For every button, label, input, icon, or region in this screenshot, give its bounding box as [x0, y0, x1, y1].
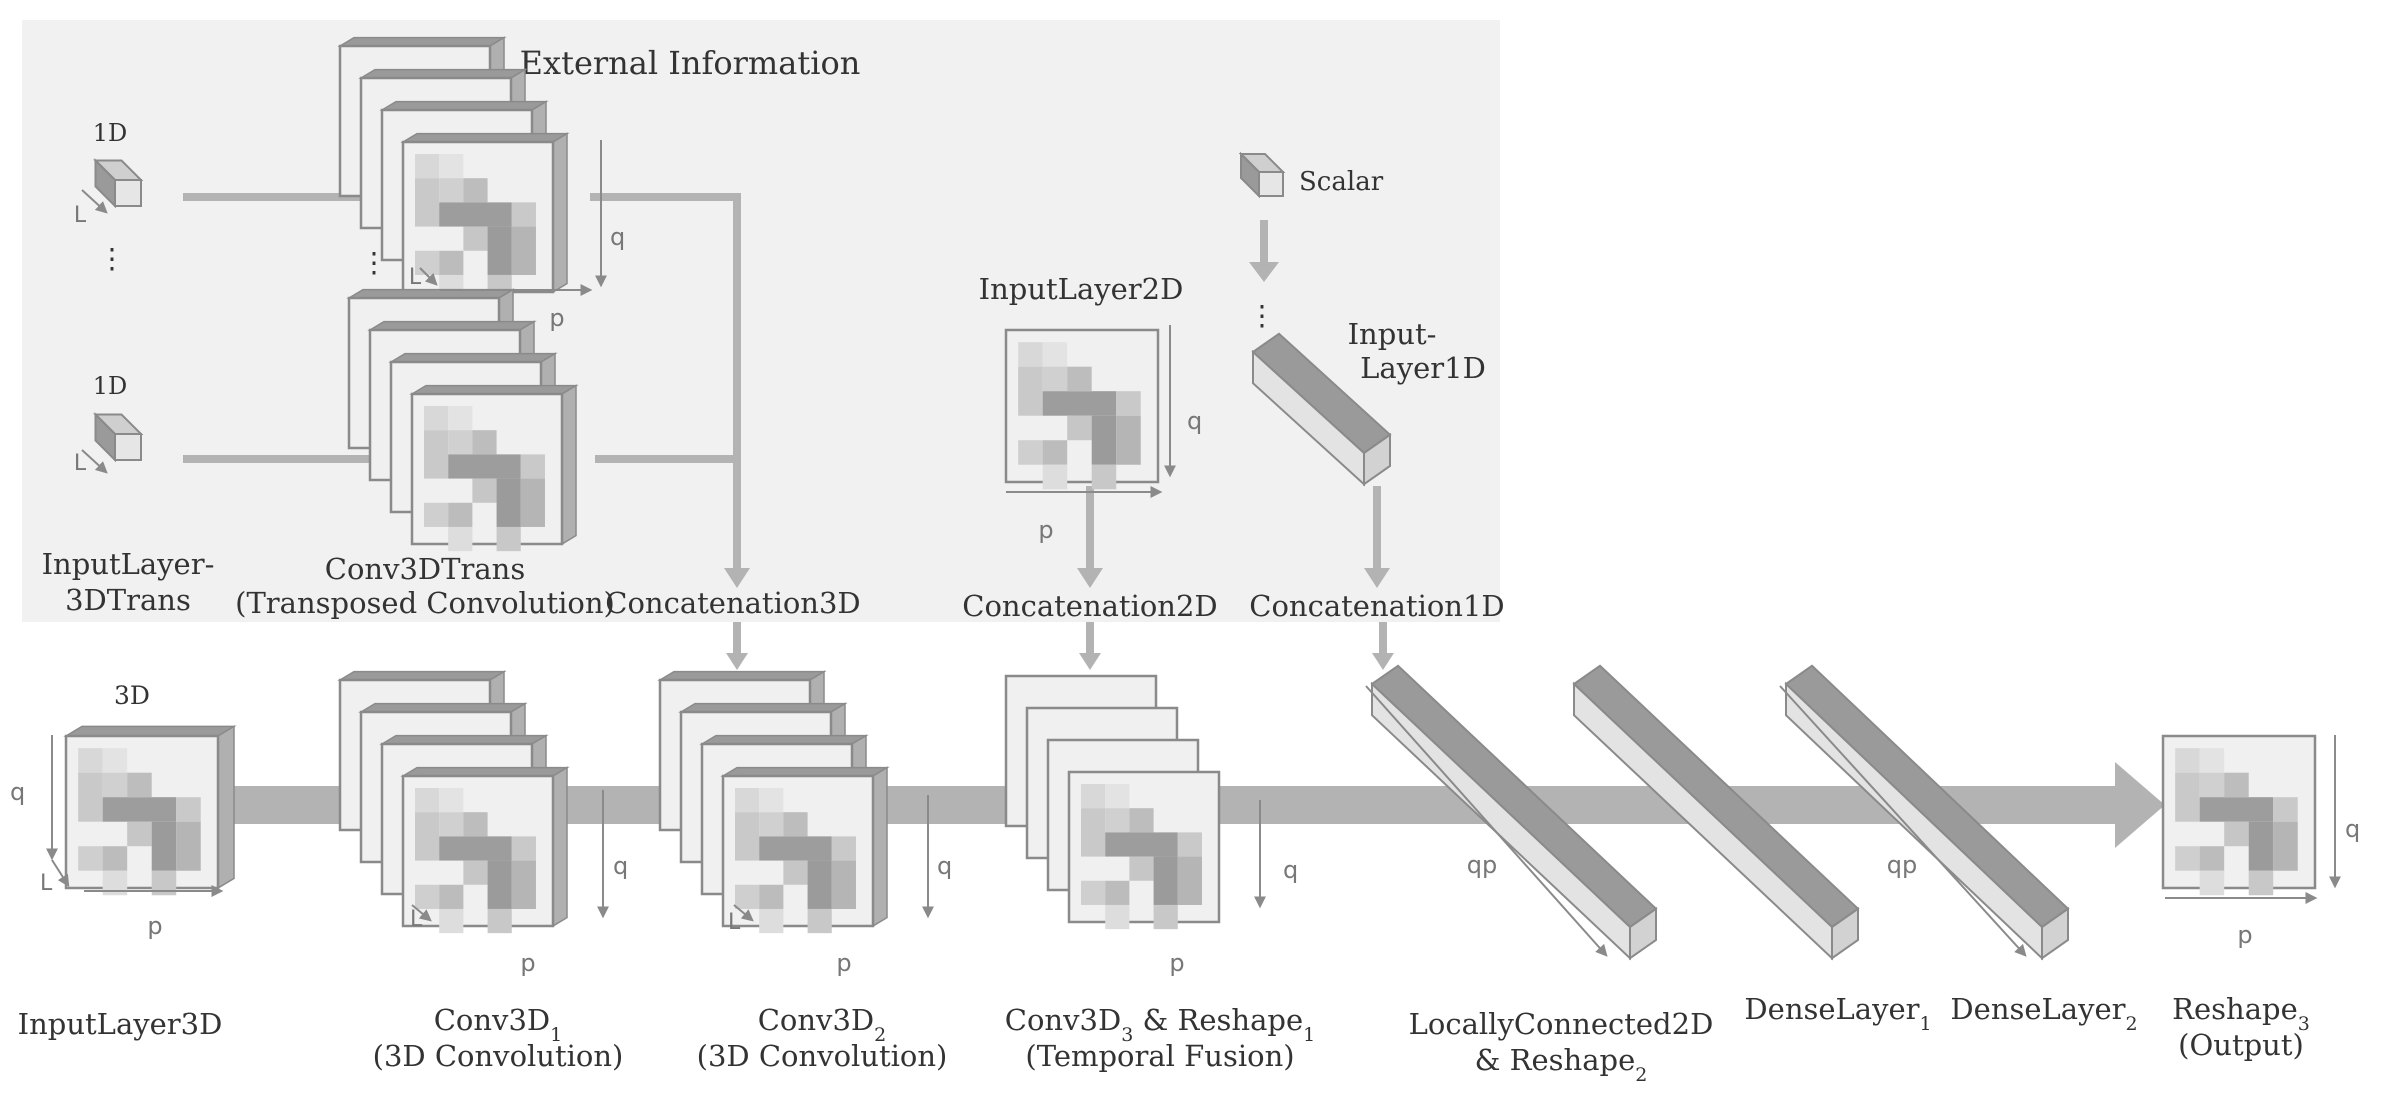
stage-label-7-line1: Reshape3 [2172, 992, 2310, 1035]
1d-input-cube-top [93, 158, 144, 209]
inputlayer2d-block [1004, 328, 1160, 490]
stage-label-1-line1: Conv3D1 [434, 1003, 563, 1046]
concatenation3d-label: Concatenation3D [605, 586, 860, 620]
axis-q-input3d: q [10, 778, 25, 806]
dim-label-1d-top: 1D [93, 119, 128, 147]
dim-label-3d: 3D [114, 681, 150, 710]
ellipsis-scalar: ⋮ [1248, 299, 1276, 332]
stage-label-1-line2: (3D Convolution) [373, 1039, 624, 1073]
inputlayer1d-label-line1: Input- [1348, 317, 1437, 351]
conv3d-3-stack [1004, 674, 1221, 930]
stage-label-3-line2: (Temporal Fusion) [1025, 1039, 1294, 1073]
external-connectors [183, 193, 1387, 655]
axis-L-1d-bottom: L [74, 451, 87, 476]
axis-arrows [46, 140, 2341, 957]
inputlayer1d-bar [1251, 332, 1392, 487]
stage-label-2-line1: Conv3D2 [758, 1003, 887, 1046]
connector-arrowheads [724, 262, 1394, 670]
scalar-cube [1238, 151, 1286, 199]
axis-p-conv3: p [1169, 949, 1184, 977]
axis-qp-lc: qp [1467, 851, 1497, 879]
stage-label-4-line2: & Reshape2 [1475, 1043, 1648, 1086]
axis-q-conv1: q [613, 852, 628, 880]
1d-input-cube-bottom [93, 412, 144, 463]
external-information-title: External Information [520, 44, 861, 82]
axis-L-input3d: L [40, 871, 53, 896]
conv3d-1-stack [337, 670, 570, 934]
stage-label-6-line1: DenseLayer2 [1950, 992, 2137, 1035]
denselayer2-bar [1784, 664, 2070, 961]
axis-p-conv2: p [836, 949, 851, 977]
axis-p-input3d: p [147, 912, 162, 940]
ellipsis-conv3dtrans: ⋮ [360, 246, 388, 279]
concatenation2d-label: Concatenation2D [962, 589, 1217, 623]
axis-p-conv3dtrans: p [549, 304, 564, 332]
stage-label-2-line2: (3D Convolution) [697, 1039, 948, 1073]
dim-label-1d-bottom: 1D [93, 372, 128, 400]
conv3dtrans-top-stack [337, 36, 570, 300]
axis-L-conv3dtrans: L [409, 265, 422, 290]
inputlayer2d-label: InputLayer2D [979, 272, 1184, 306]
main-flow-arrowhead [2115, 762, 2165, 848]
external-information-panel [22, 20, 1500, 622]
axis-q-output: q [2345, 815, 2360, 843]
scalar-label: Scalar [1299, 167, 1384, 197]
reshape3-output-block [2161, 734, 2317, 896]
locallyconnected2d-bar [1370, 664, 1658, 961]
axis-L-1d-top: L [74, 203, 87, 228]
conv3d-2-stack [657, 670, 890, 934]
axis-L-conv2: L [728, 910, 741, 935]
inputlayer-3dtrans-label-line1: InputLayer- [42, 547, 215, 581]
denselayer1-bar [1572, 664, 1860, 961]
ellipsis-inputs: ⋮ [98, 242, 126, 275]
stage-label-5-line1: DenseLayer1 [1744, 992, 1931, 1035]
axis-q-conv3: q [1283, 856, 1298, 884]
concatenation1d-label: Concatenation1D [1249, 589, 1504, 623]
conv3dtrans-bottom-stack [346, 288, 579, 552]
stage-label-7-line2: (Output) [2178, 1028, 2304, 1062]
stage-label-4-line1: LocallyConnected2D [1409, 1007, 1714, 1041]
input3d-block [63, 725, 237, 896]
axis-q-conv3dtrans: q [610, 223, 625, 251]
inputlayer-3dtrans-label-line2: 3DTrans [65, 583, 191, 617]
axis-qp-dense: qp [1887, 851, 1917, 879]
axis-q-conv2: q [937, 852, 952, 880]
axis-L-conv1: L [410, 907, 423, 932]
axis-p-conv1: p [520, 949, 535, 977]
conv3dtrans-label-line2: (Transposed Convolution) [235, 586, 615, 620]
conv3dtrans-label-line1: Conv3DTrans [325, 552, 525, 586]
stage-label-3-line1: Conv3D3 & Reshape1 [1005, 1003, 1315, 1046]
axis-p-output: p [2237, 921, 2252, 949]
axis-p-input2d: p [1038, 516, 1053, 544]
stage-label-0-line1: InputLayer3D [18, 1007, 223, 1041]
inputlayer1d-label-line2: Layer1D [1360, 351, 1486, 385]
axis-q-input2d: q [1187, 407, 1202, 435]
